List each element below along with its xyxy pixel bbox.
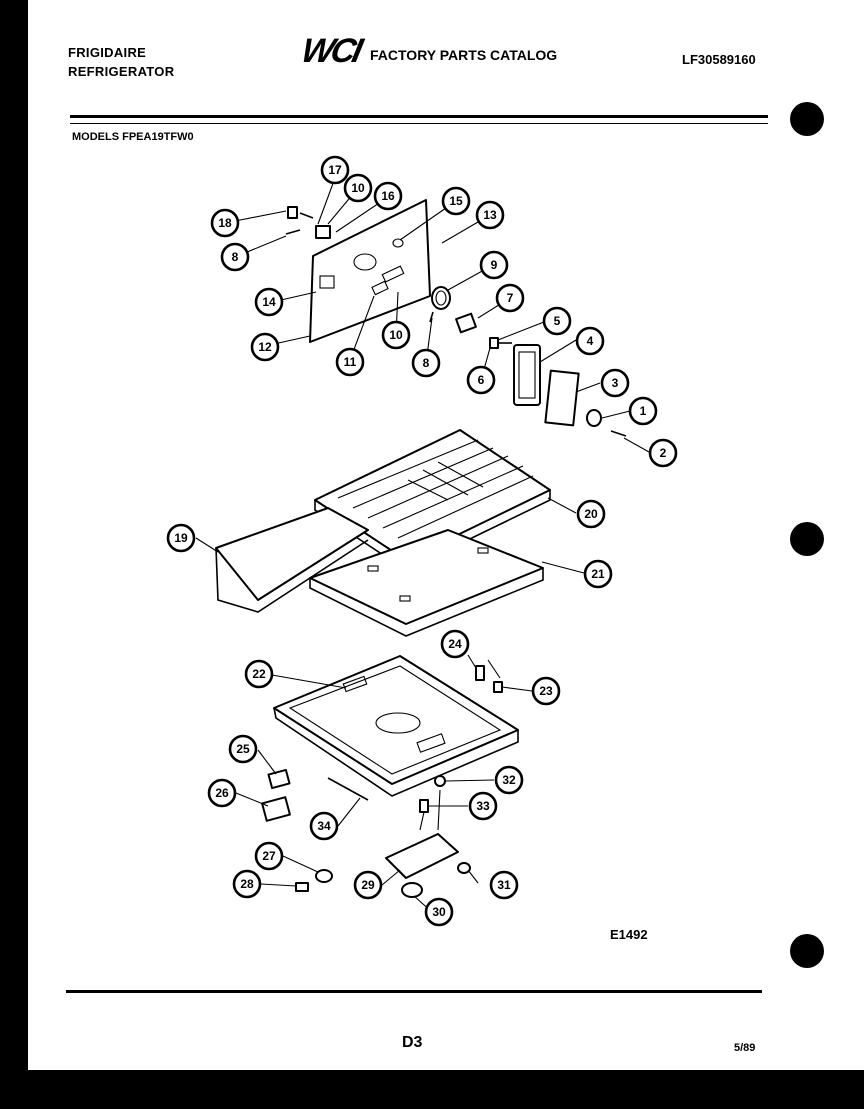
- svg-text:29: 29: [361, 878, 375, 892]
- part-thermostat: [285, 206, 331, 239]
- binder-hole-bottom: [790, 934, 824, 968]
- svg-text:20: 20: [584, 507, 598, 521]
- svg-text:10: 10: [351, 181, 365, 195]
- svg-text:6: 6: [478, 373, 485, 387]
- callout-4: 4: [575, 326, 605, 356]
- callout-22: 22: [244, 659, 274, 689]
- part-control-housing: [385, 775, 471, 898]
- svg-text:28: 28: [240, 877, 254, 891]
- svg-text:10: 10: [389, 328, 403, 342]
- svg-text:12: 12: [258, 340, 272, 354]
- binder-hole-middle: [790, 522, 824, 556]
- part-light-socket: [261, 768, 369, 892]
- part-control-panel: [309, 199, 431, 343]
- svg-text:11: 11: [344, 355, 357, 369]
- callout-8-lower: 8: [411, 348, 441, 378]
- svg-text:26: 26: [215, 786, 229, 800]
- callout-28: 28: [232, 869, 262, 899]
- svg-text:16: 16: [381, 189, 395, 203]
- svg-text:15: 15: [449, 194, 463, 208]
- svg-text:3: 3: [612, 376, 619, 390]
- callout-5: 5: [542, 306, 572, 336]
- svg-text:33: 33: [476, 799, 490, 813]
- header-divider-thin: [70, 123, 768, 124]
- svg-text:25: 25: [236, 742, 250, 756]
- callout-26: 26: [207, 778, 237, 808]
- document-number: LF30589160: [682, 52, 756, 67]
- exploded-parts-diagram: 17 10 16 18 8 15 13 9 14 7 12 11 10 8 5 …: [166, 155, 678, 927]
- callout-12: 12: [250, 332, 280, 362]
- callout-3: 3: [600, 368, 630, 398]
- catalog-title: FACTORY PARTS CATALOG: [370, 47, 558, 63]
- callout-19: 19: [166, 523, 196, 553]
- svg-text:14: 14: [262, 295, 276, 309]
- callout-2: 2: [648, 438, 678, 468]
- svg-text:30: 30: [432, 905, 446, 919]
- svg-text:13: 13: [483, 208, 497, 222]
- callout-21: 21: [583, 559, 613, 589]
- date-code: 5/89: [734, 1042, 756, 1054]
- figure-id: E1492: [610, 927, 648, 942]
- callout-30: 30: [424, 897, 454, 927]
- callout-25: 25: [228, 734, 258, 764]
- callout-11: 11: [335, 347, 365, 377]
- svg-text:5: 5: [554, 314, 561, 328]
- callout-13: 13: [475, 200, 505, 230]
- callout-20: 20: [576, 499, 606, 529]
- binder-hole-top: [790, 102, 824, 136]
- svg-text:22: 22: [252, 667, 266, 681]
- svg-text:7: 7: [507, 291, 514, 305]
- svg-text:8: 8: [232, 250, 239, 264]
- callout-23: 23: [531, 676, 561, 706]
- part-knob-assembly: [475, 659, 503, 693]
- models-label: MODELS FPEA19TFW0: [72, 131, 194, 143]
- svg-text:31: 31: [497, 878, 511, 892]
- part-crisper-cover: [273, 655, 519, 797]
- callout-32: 32: [494, 765, 524, 795]
- brand-name: FRIGIDAIRE: [68, 45, 147, 60]
- svg-text:17: 17: [328, 163, 342, 177]
- callout-34: 34: [309, 811, 339, 841]
- svg-text:4: 4: [587, 334, 594, 348]
- callout-33: 33: [468, 791, 498, 821]
- svg-text:18: 18: [218, 216, 232, 230]
- callout-10-lower: 10: [381, 320, 411, 350]
- catalog-page: FRIGIDAIRE REFRIGERATOR WCI FACTORY PART…: [28, 0, 864, 1070]
- callout-17: 17: [320, 155, 350, 185]
- callout-15: 15: [441, 186, 471, 216]
- svg-text:21: 21: [591, 567, 605, 581]
- part-shelf-20: [314, 429, 551, 571]
- part-shelf-19: [215, 507, 369, 613]
- svg-text:32: 32: [502, 773, 516, 787]
- callout-7: 7: [495, 283, 525, 313]
- svg-text:9: 9: [491, 258, 498, 272]
- svg-text:19: 19: [174, 531, 188, 545]
- callout-29: 29: [353, 870, 383, 900]
- svg-text:2: 2: [660, 446, 667, 460]
- svg-text:24: 24: [448, 637, 462, 651]
- page-code: D3: [402, 1034, 423, 1051]
- callout-27: 27: [254, 841, 284, 871]
- callout-6: 6: [466, 365, 496, 395]
- part-shelf-21: [309, 529, 544, 637]
- svg-text:8: 8: [423, 356, 430, 370]
- part-damper: [429, 286, 477, 334]
- header-divider: [70, 115, 768, 118]
- callout-1: 1: [628, 396, 658, 426]
- product-type: REFRIGERATOR: [68, 64, 175, 79]
- svg-text:1: 1: [640, 404, 647, 418]
- callout-24: 24: [440, 629, 470, 659]
- callout-10: 10: [343, 173, 373, 203]
- svg-text:23: 23: [539, 684, 553, 698]
- part-light-housing: [489, 337, 627, 437]
- svg-text:34: 34: [317, 819, 331, 833]
- callout-31: 31: [489, 870, 519, 900]
- svg-text:27: 27: [262, 849, 276, 863]
- callout-18: 18: [210, 208, 240, 238]
- callout-9: 9: [479, 250, 509, 280]
- callout-14: 14: [254, 287, 284, 317]
- footer-divider: [66, 990, 762, 993]
- callout-8: 8: [220, 242, 250, 272]
- callout-16: 16: [373, 181, 403, 211]
